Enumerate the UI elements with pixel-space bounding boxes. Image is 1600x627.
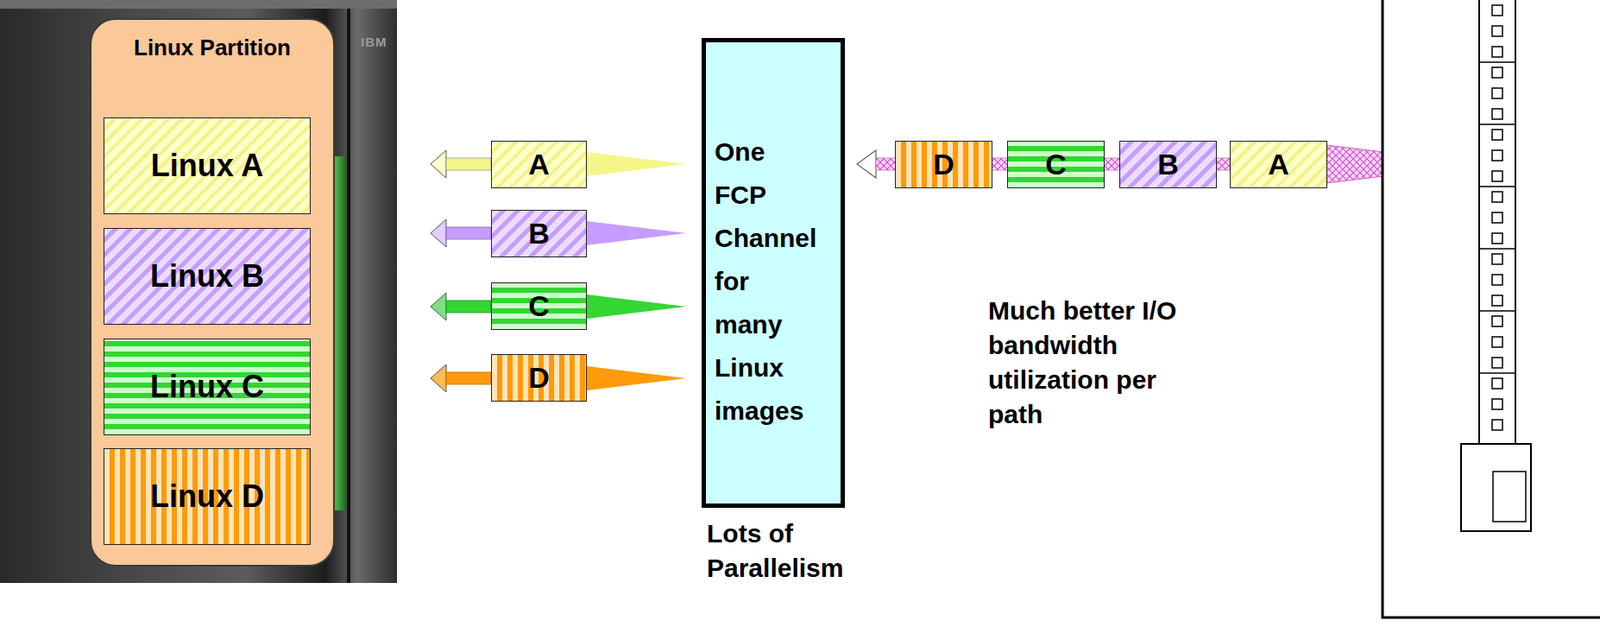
box-text: One FCP Channel for many Linux images <box>714 130 820 433</box>
box-text: C <box>528 289 550 323</box>
box-text: A <box>1267 147 1290 182</box>
box-text: B <box>528 216 550 251</box>
box-text: B <box>1157 147 1179 182</box>
packet-box: A <box>1229 140 1328 189</box>
box-text: A <box>528 147 550 182</box>
packet-box: B <box>491 209 587 258</box>
box-text: D <box>528 360 550 395</box>
note-text: Lots of Parallelism <box>706 516 854 586</box>
linux-image-box: Linux D <box>103 447 311 545</box>
channel-box: One FCP Channel for many Linux images <box>701 37 845 508</box>
brand-logo: IBM <box>360 34 388 50</box>
box-text: Linux D <box>150 478 265 515</box>
linux-image-box: Linux C <box>103 338 311 435</box>
partition-box: Linux PartitionLinux A Linux B Linux C Linu… <box>89 18 335 567</box>
box-text: Linux B <box>150 258 265 295</box>
box-text: Linux Partition <box>91 19 334 62</box>
box-text: Linux C <box>150 368 265 405</box>
mainframe-cabinet <box>0 0 397 583</box>
note-text: Much better I/O bandwidth utilization pe… <box>988 293 1182 432</box>
box-text: Linux A <box>151 147 265 184</box>
packet-box: D <box>894 140 993 189</box>
packet-box: C <box>491 282 587 330</box>
packet-box: A <box>491 140 587 189</box>
packet-box: C <box>1007 140 1105 189</box>
linux-image-box: Linux A <box>103 117 311 215</box>
box-text: C <box>1045 147 1067 182</box>
storage-unit <box>1382 0 1600 618</box>
linux-image-box: Linux B <box>103 227 311 325</box>
packet-box: D <box>491 353 587 402</box>
packet-box: B <box>1119 140 1217 189</box>
box-text: D <box>932 147 955 182</box>
